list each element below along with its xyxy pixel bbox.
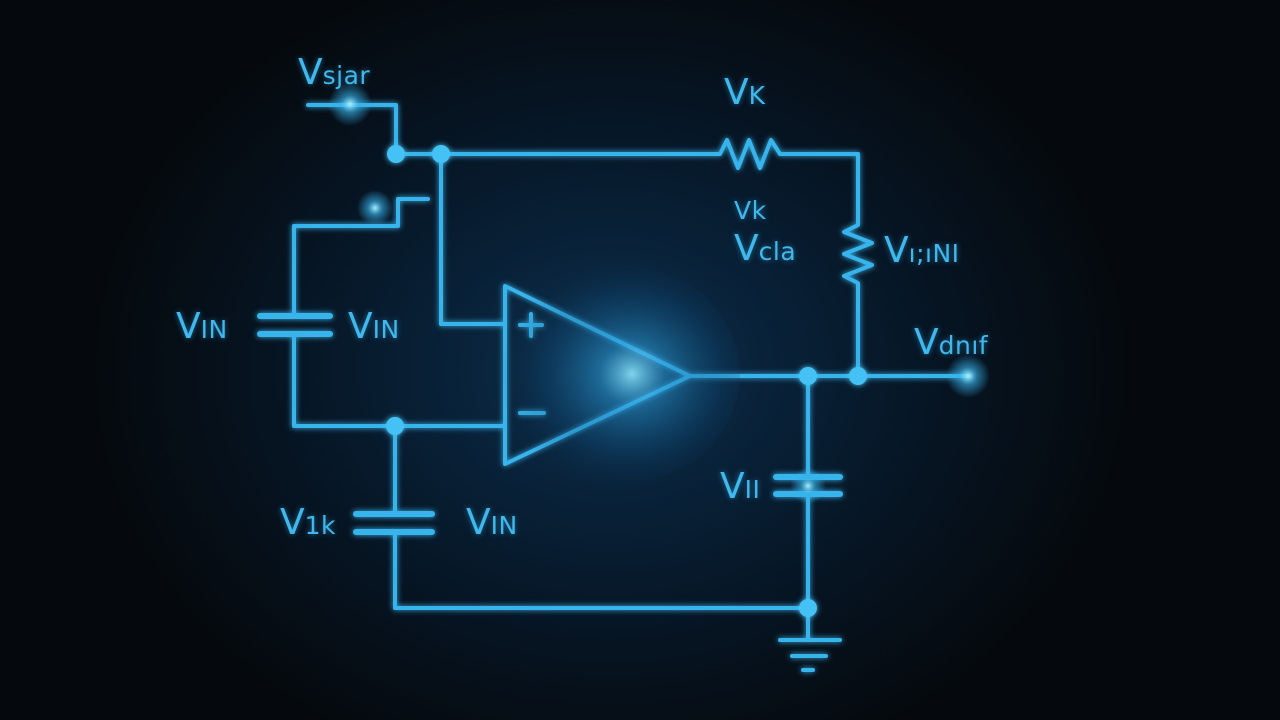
wire-plus-input (439, 152, 507, 326)
label-v-out: Vdnıf (914, 322, 989, 363)
wire-bottom-return (393, 534, 810, 610)
glow-spot-stub (357, 190, 393, 226)
label-v-1k: V1k (280, 502, 337, 543)
node-ground (799, 599, 817, 617)
label-v-k-small: Vk (734, 196, 767, 225)
glow-spot-vstart (328, 82, 372, 126)
opamp-glow (500, 264, 740, 484)
label-v-uni: Vı;ıNI (884, 230, 960, 271)
glow-spot-vout (946, 354, 990, 398)
wire-left-cap-bottom (292, 336, 507, 428)
wire-small-stub (292, 197, 430, 314)
wire-top-right (786, 152, 860, 220)
node-output-feedback (849, 367, 867, 385)
node-top-left (387, 145, 405, 163)
label-v-cla: Vcla (734, 228, 797, 269)
resistor-right (842, 216, 874, 292)
label-v-k-top: VK (724, 72, 766, 113)
label-v-in-bottom: VIN (466, 502, 518, 543)
resistor-top (710, 138, 790, 170)
node-top-rail (432, 145, 450, 163)
label-v-in-mid: VIN (348, 306, 400, 347)
label-v-in-left: VIN (176, 306, 228, 347)
label-v-ii: VII (720, 466, 761, 507)
glow-spot-cap-output (790, 468, 826, 504)
node-minus (386, 417, 404, 435)
node-output-cap (799, 367, 817, 385)
label-v-start: Vsjar (298, 52, 371, 93)
